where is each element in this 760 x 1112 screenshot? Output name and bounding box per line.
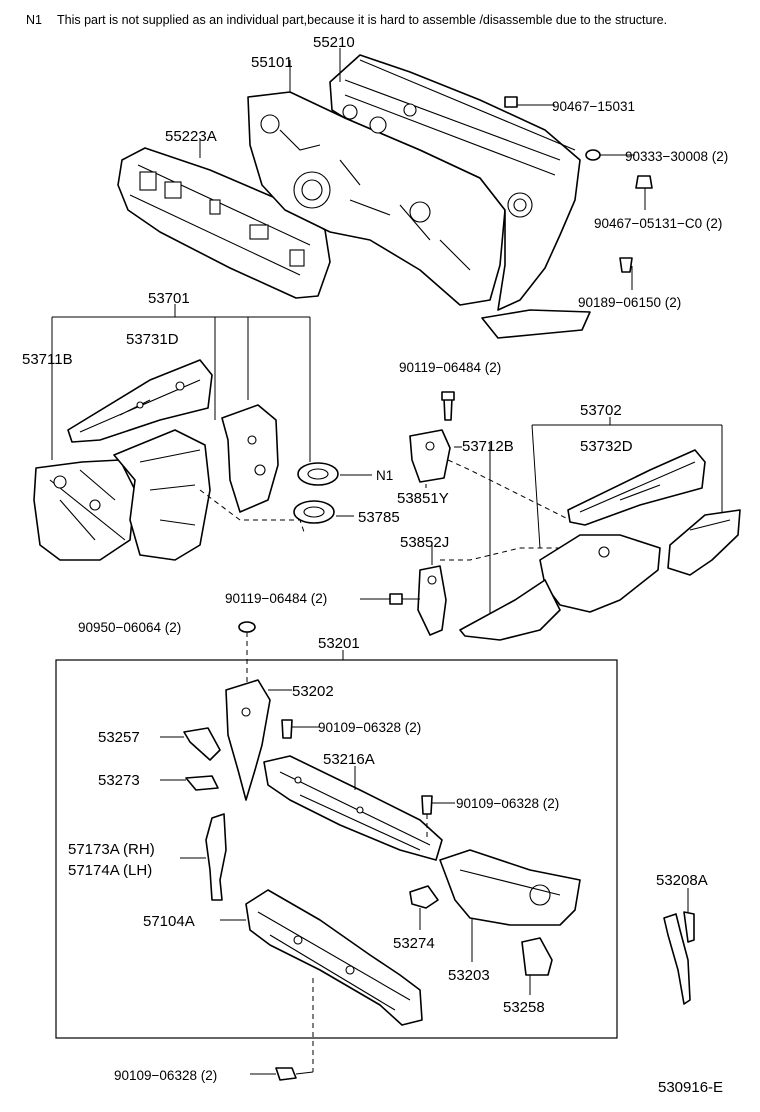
apron-member-53731D (67, 359, 213, 443)
bolt-90109-06328-upper (281, 719, 293, 739)
radiator-support-frame (55, 659, 618, 1039)
bracket-53274 (409, 885, 439, 909)
label-N1: N1 (376, 468, 393, 483)
bracket-53273 (185, 775, 219, 791)
plug-90333-30008 (585, 149, 601, 161)
label-53201: 53201 (318, 635, 360, 652)
label-57104A: 57104A (143, 913, 195, 930)
apron-rh-group (360, 391, 741, 641)
label-53852J: 53852J (400, 534, 449, 551)
hood-lock-brace-57173A (205, 813, 227, 901)
bolt-90189-06150 (619, 257, 633, 273)
label-90109-06328-a: 90109−06328 (2) (318, 720, 421, 735)
apron-lh-group (33, 304, 372, 561)
label-90333-30008: 90333−30008 (2) (625, 149, 728, 164)
label-53731D: 53731D (126, 331, 179, 348)
label-53257: 53257 (98, 729, 140, 746)
label-90467-05131: 90467−05131−C0 (2) (594, 216, 722, 231)
bracket-53258 (521, 937, 553, 976)
label-53216A: 53216A (323, 751, 375, 768)
bracket-53257 (183, 727, 221, 761)
label-90119-06484-b: 90119−06484 (2) (225, 591, 327, 606)
label-90119-06484-a: 90119−06484 (2) (399, 360, 501, 375)
cowl-panel (329, 54, 581, 311)
label-53732D: 53732D (580, 438, 633, 455)
label-53702: 53702 (580, 402, 622, 419)
label-57173A: 57173A (RH) (68, 841, 155, 858)
diagram-code: 530916-E (658, 1079, 723, 1096)
label-90109-06328-c: 90109−06328 (2) (114, 1068, 217, 1083)
label-53273: 53273 (98, 772, 140, 789)
label-55223A: 55223A (165, 128, 217, 145)
label-90189-06150: 90189−06150 (2) (578, 295, 681, 310)
label-53785: 53785 (358, 509, 400, 526)
radiator-support-group (160, 679, 581, 1026)
label-53274: 53274 (393, 935, 435, 952)
clip-90467-05131 (635, 175, 653, 189)
bolt-90119-06484-lower (389, 593, 403, 605)
plug-90950-06064 (238, 621, 256, 633)
label-53202: 53202 (292, 683, 334, 700)
dash-panel-group (117, 48, 653, 339)
side-support-53203 (439, 849, 581, 926)
label-53258: 53258 (503, 999, 545, 1016)
label-55210: 55210 (313, 34, 355, 51)
label-90109-06328-b: 90109−06328 (2) (456, 796, 559, 811)
bracket-53851Y (409, 429, 451, 483)
label-90950-06064: 90950−06064 (2) (78, 620, 181, 635)
bolt-90109-06328-lower (275, 1067, 297, 1081)
label-53711B: 53711B (22, 351, 73, 368)
bracket-53852J (417, 565, 447, 636)
side-support-53202 (225, 679, 271, 801)
seal-53208A (663, 913, 691, 1005)
label-57174A: 57174A (LH) (68, 862, 152, 879)
note-text: This part is not supplied as an individu… (57, 13, 667, 27)
label-53208A: 53208A (656, 872, 708, 889)
label-53701: 53701 (148, 290, 190, 307)
bolt-90119-06484-upper (443, 397, 453, 421)
label-53851Y: 53851Y (397, 490, 449, 507)
label-55101: 55101 (251, 54, 293, 71)
lower-support-57104A (245, 889, 423, 1026)
apron-panel-53711B (33, 459, 136, 561)
label-53712B: 53712B (462, 438, 514, 455)
note-marker: N1 (26, 13, 42, 27)
bolt-90109-06328-middle (421, 795, 433, 815)
label-53203: 53203 (448, 967, 490, 984)
clip-90467-15031 (504, 96, 518, 108)
label-90467-15031: 90467−15031 (552, 99, 635, 114)
